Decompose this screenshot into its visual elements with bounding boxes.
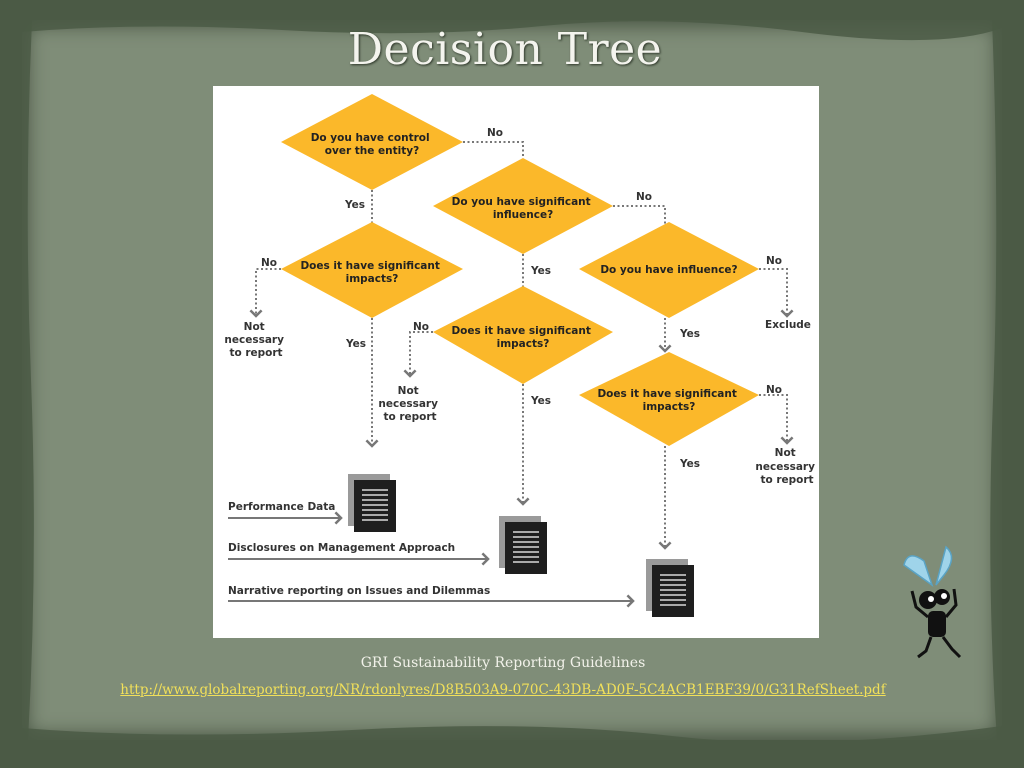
branch-label-q2-yes: Yes xyxy=(530,265,551,277)
question-q1: Do you have control over the entity? xyxy=(311,132,434,157)
source-link[interactable]: http://www.globalreporting.org/NR/rdonly… xyxy=(120,682,886,698)
decision-tree-panel: Do you have control over the entity? Do … xyxy=(213,86,819,638)
connector-q3-no xyxy=(249,268,281,318)
connector-q1-no xyxy=(463,141,530,188)
question-q4: Does it have significant impacts? xyxy=(451,325,594,350)
branch-label-q1-no: No xyxy=(487,127,503,139)
caption: GRI Sustainability Reporting Guidelines xyxy=(360,655,646,671)
document-icon xyxy=(499,516,547,574)
document-icon xyxy=(348,474,396,532)
outcome-q6-no: Not necessary to report xyxy=(755,447,818,486)
branch-label-q5-no: No xyxy=(766,255,782,267)
question-q2: Do you have significant influence? xyxy=(452,196,595,221)
report-rows: Performance Data Disclosures on Manageme… xyxy=(228,501,635,608)
scissors-character-icon xyxy=(903,545,962,659)
decision-diamonds xyxy=(281,94,759,446)
diamond-q4 xyxy=(433,286,613,384)
question-q3: Does it have significant impacts? xyxy=(300,260,443,285)
slide-title: Decision Tree xyxy=(347,24,663,75)
connector-q4-no xyxy=(403,331,433,378)
branch-labels: No Yes No Yes No Yes No Yes No Yes No Ye… xyxy=(261,127,782,470)
outcome-q3-no: Not necessary to report xyxy=(224,321,287,359)
branch-label-q4-yes: Yes xyxy=(530,395,551,407)
connector-q6-no xyxy=(759,394,794,445)
diamond-q3 xyxy=(281,222,463,318)
paper-texture xyxy=(22,20,1002,740)
branch-label-q3-no: No xyxy=(261,257,277,269)
branch-label-q6-no: No xyxy=(766,384,782,396)
branch-label-q6-yes: Yes xyxy=(679,458,700,470)
outcome-q4-no: Not necessary to report xyxy=(378,385,441,423)
question-q6: Does it have significant impacts? xyxy=(597,388,740,413)
diamond-q1 xyxy=(281,94,463,190)
report-row-narrative: Narrative reporting on Issues and Dilemm… xyxy=(228,585,490,597)
outcome-q5-no: Exclude xyxy=(765,319,811,331)
diamond-q6 xyxy=(579,352,759,446)
branch-label-q2-no: No xyxy=(636,191,652,203)
connectors xyxy=(249,141,794,550)
diamond-q5 xyxy=(579,222,759,318)
decision-tree-diagram: Do you have control over the entity? Do … xyxy=(224,94,818,617)
question-q5: Do you have influence? xyxy=(600,264,737,276)
branch-label-q4-no: No xyxy=(413,321,429,333)
branch-label-q3-yes: Yes xyxy=(345,338,366,350)
branch-label-q5-yes: Yes xyxy=(679,328,700,340)
document-icon xyxy=(646,559,694,617)
report-row-dma: Disclosures on Management Approach xyxy=(228,542,455,554)
connector-q5-no xyxy=(759,268,794,318)
report-row-performance-data: Performance Data xyxy=(228,501,335,513)
diamond-q2 xyxy=(433,158,613,254)
branch-label-q1-yes: Yes xyxy=(344,199,365,211)
